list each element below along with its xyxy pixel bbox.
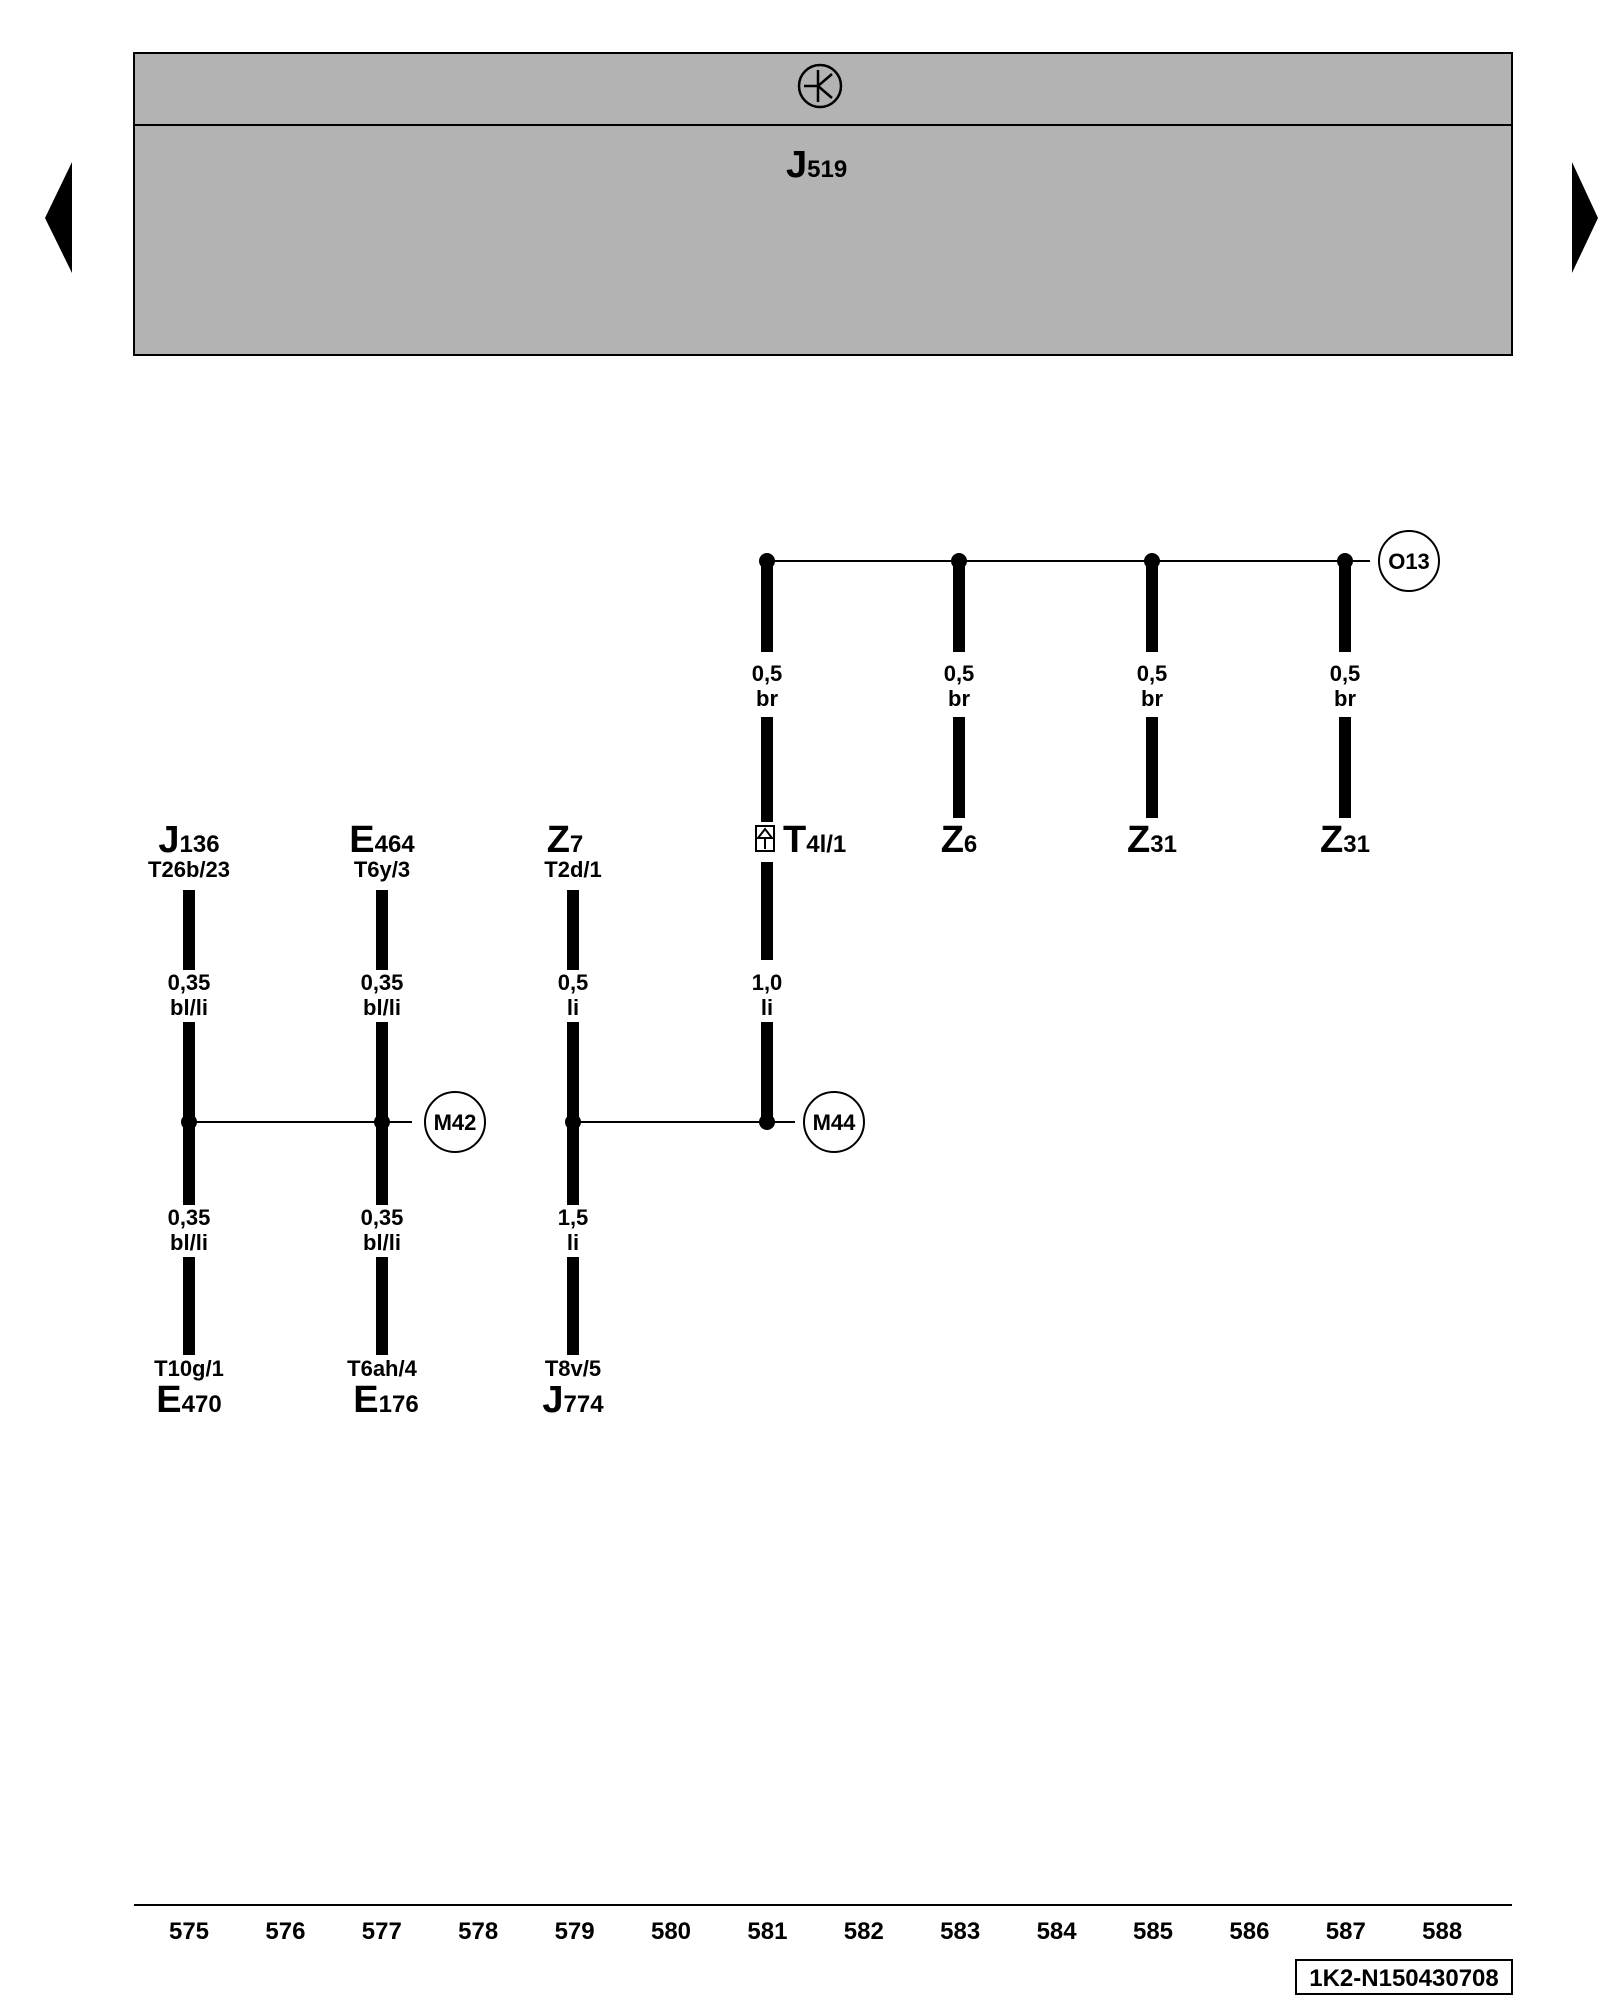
pin-label: T2d/1 <box>544 857 601 882</box>
bus-o13: O13 <box>759 530 1440 1122</box>
component-label: Z31 <box>1127 819 1177 861</box>
wire-color-label: bl/li <box>170 1230 208 1255</box>
footer-tick-label: 577 <box>362 1918 402 1945</box>
footer-tick-label: 586 <box>1229 1918 1269 1945</box>
component-label: E464 <box>349 819 415 861</box>
wire-size-label: 1,5 <box>558 1205 589 1230</box>
doc-id-box <box>1295 1959 1513 1995</box>
junction-dot <box>565 1114 581 1130</box>
junction-dot <box>1144 553 1160 569</box>
pin-label: T8v/5 <box>545 1356 601 1381</box>
wire-size-label: 0,35 <box>168 1205 211 1230</box>
triangle-left-icon[interactable] <box>45 162 72 273</box>
footer-tick-label: 584 <box>1037 1918 1078 1945</box>
pin-label: T26b/23 <box>148 857 230 882</box>
wire-color-label: br <box>948 686 970 711</box>
footer-tick-label: 580 <box>651 1918 691 1945</box>
wire-color-label: br <box>1141 686 1163 711</box>
header-panel: J519 <box>133 52 1513 356</box>
wire-size-label: 0,5 <box>944 661 975 686</box>
wire-size-label: 0,35 <box>168 970 211 995</box>
wire-size-label: 0,5 <box>752 661 783 686</box>
junction-dot <box>951 553 967 569</box>
component-label: J136 <box>158 819 219 861</box>
wire-size-label: 0,5 <box>1330 661 1361 686</box>
component-label: J774 <box>542 1379 604 1421</box>
footer-tick-label: 582 <box>844 1918 884 1945</box>
wire-size-label: 0,5 <box>1137 661 1168 686</box>
connection-point-o13 <box>1378 530 1440 592</box>
wire-color-label: bl/li <box>170 995 208 1020</box>
component-label: Z31 <box>1320 819 1370 861</box>
wire-color-label: bl/li <box>363 995 401 1020</box>
wire-size-label: 0,35 <box>361 970 404 995</box>
wire-color-label: br <box>1334 686 1356 711</box>
footer-tick-label: 588 <box>1422 1918 1462 1945</box>
wire-color-label: li <box>567 995 579 1020</box>
wire-size-label: 1,0 <box>752 970 783 995</box>
pin-label: T6y/3 <box>354 857 410 882</box>
wires-left: M42 M44 <box>181 890 865 1355</box>
component-label: Z6 <box>941 819 978 861</box>
wire-size-label: 0,35 <box>361 1205 404 1230</box>
connection-point-m44 <box>803 1091 865 1153</box>
header-component-label: J519 <box>786 144 847 186</box>
junction-dot <box>759 553 775 569</box>
footer-tick-label: 579 <box>555 1918 595 1945</box>
pin-label: T6ah/4 <box>347 1356 417 1381</box>
connection-point-m44-label: M44 <box>813 1110 857 1135</box>
footer-tick-label: 585 <box>1133 1918 1173 1945</box>
connection-point-o13-label: O13 <box>1388 549 1430 574</box>
wire-color-label: bl/li <box>363 1230 401 1255</box>
footer-tick-label: 581 <box>747 1918 787 1945</box>
footer-tick-label: 587 <box>1326 1918 1366 1945</box>
footer-tick-label: 575 <box>169 1918 209 1945</box>
connection-point-m42-label: M42 <box>434 1110 477 1135</box>
triangle-right-icon[interactable] <box>1572 162 1598 273</box>
junction-dot <box>374 1114 390 1130</box>
wire-size-label: 0,5 <box>558 970 589 995</box>
wire-color-label: li <box>761 995 773 1020</box>
connector-icon <box>755 825 775 852</box>
wire-color-label: br <box>756 686 778 711</box>
component-label: T4l/1 <box>783 819 846 861</box>
footer-tick-label: 576 <box>265 1918 305 1945</box>
component-label: E470 <box>156 1379 221 1421</box>
doc-id-label: 1K2-N150430708 <box>1309 1965 1498 1992</box>
footer-ticks: 575 576 577 578 579 580 581 582 583 584 585 586 587 5… <box>169 1918 1462 1945</box>
footer-tick-label: 578 <box>458 1918 498 1945</box>
footer-tick-label: 583 <box>940 1918 980 1945</box>
junction-dot <box>181 1114 197 1130</box>
junction-dot <box>1337 553 1353 569</box>
ground-relay-symbol-icon <box>797 63 843 109</box>
connection-point-m42 <box>424 1091 486 1153</box>
component-label: E176 <box>353 1379 418 1421</box>
wire-color-label: li <box>567 1230 579 1255</box>
component-label: Z7 <box>547 819 584 861</box>
junction-dot <box>759 1114 775 1130</box>
pin-label: T10g/1 <box>154 1356 224 1381</box>
